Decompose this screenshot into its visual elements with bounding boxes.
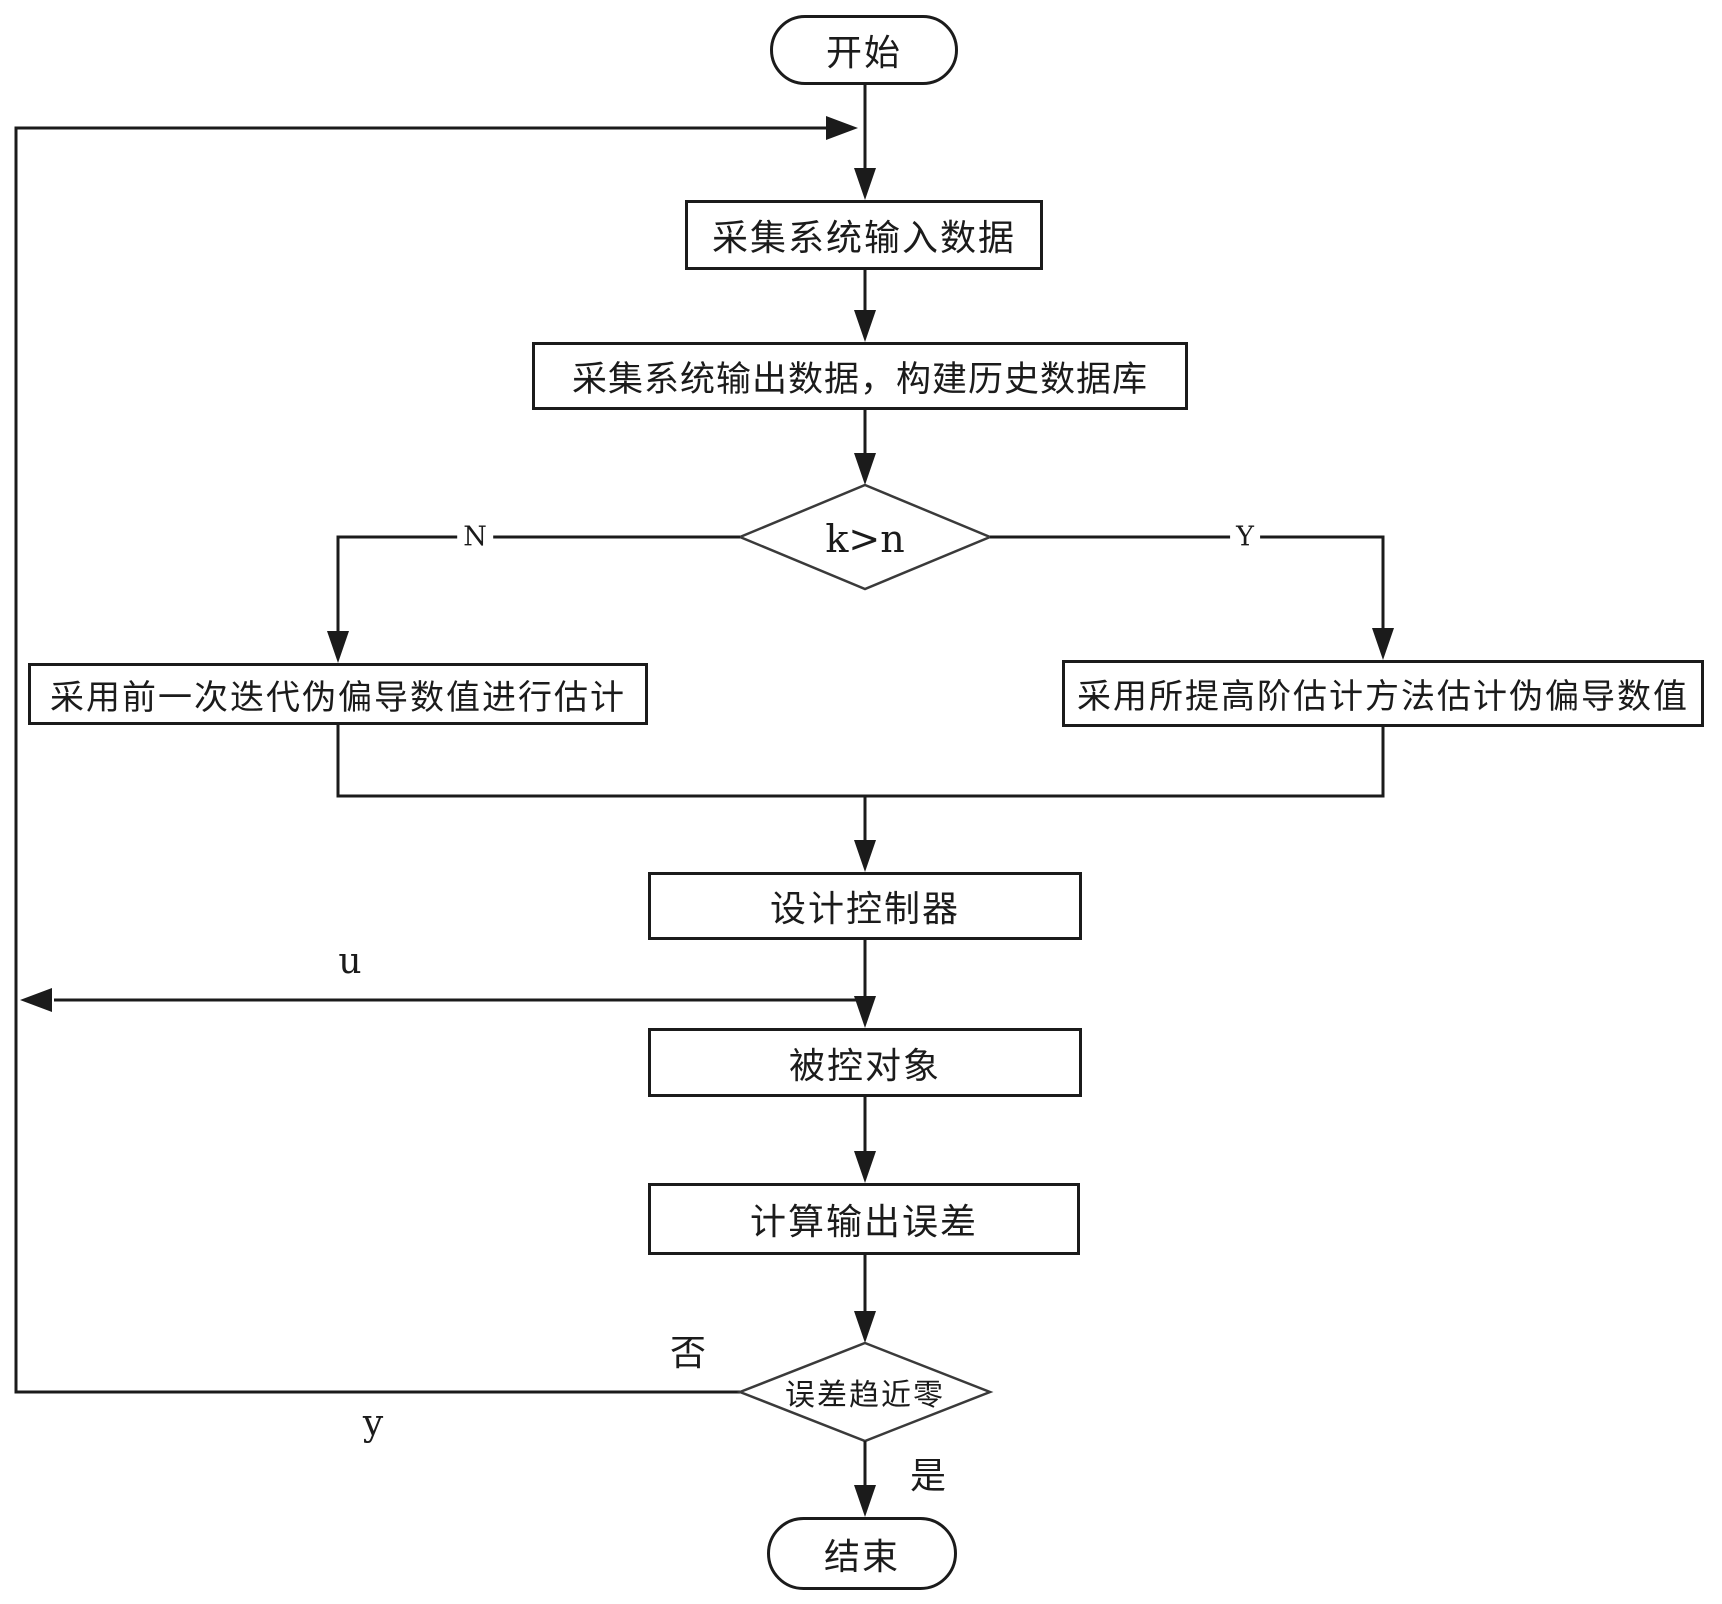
process-collect-output: 采集系统输出数据，构建历史数据库 xyxy=(532,342,1188,410)
arrowhead-decision-error xyxy=(854,1311,876,1343)
arrowhead-compute-error xyxy=(854,1151,876,1183)
arrowhead-end xyxy=(854,1485,876,1517)
arrowhead-collect-input xyxy=(854,168,876,200)
arrowhead-plant xyxy=(854,996,876,1028)
arrowhead-feedback-into-main-line xyxy=(826,116,858,140)
edge-label-error-yes: 是 xyxy=(909,1456,947,1497)
start-terminal: 开始 xyxy=(770,15,958,85)
edge-branch-merge xyxy=(336,725,1385,798)
arrowhead-u-into-rail xyxy=(20,988,52,1012)
process-high-order-estimate: 采用所提高阶估计方法估计伪偏导数值 xyxy=(1062,660,1704,727)
process-design-controller: 设计控制器 xyxy=(648,872,1082,940)
edge-label-yes-branch: Y xyxy=(1230,523,1260,551)
edge-label-no-branch: N xyxy=(457,523,493,551)
edge-label-error-no: 否 xyxy=(669,1333,707,1374)
end-terminal: 结束 xyxy=(767,1517,957,1590)
arrowhead-design-controller xyxy=(854,840,876,872)
edge-feedback-rail xyxy=(14,126,830,1394)
edge-branch-yes xyxy=(990,535,1385,632)
process-collect-input: 采集系统输入数据 xyxy=(685,200,1043,270)
edge-branch-no xyxy=(336,535,740,635)
decision-kn-shape xyxy=(736,483,994,591)
process-prev-iteration-estimate: 采用前一次迭代伪偏导数值进行估计 xyxy=(28,663,648,725)
arrowhead-decision-kn xyxy=(854,453,876,485)
decision-error-label: 误差趋近零 xyxy=(785,1378,945,1413)
edge-label-u-signal: u xyxy=(338,941,362,982)
edge-label-y-signal: y xyxy=(362,1403,384,1444)
arrowhead-high-order xyxy=(1372,628,1394,660)
process-controlled-object: 被控对象 xyxy=(648,1028,1082,1097)
decision-kn-label: k>n xyxy=(825,517,905,561)
process-compute-error: 计算输出误差 xyxy=(648,1183,1080,1255)
arrowhead-collect-output xyxy=(854,310,876,342)
arrowhead-prev-iteration xyxy=(327,631,349,663)
